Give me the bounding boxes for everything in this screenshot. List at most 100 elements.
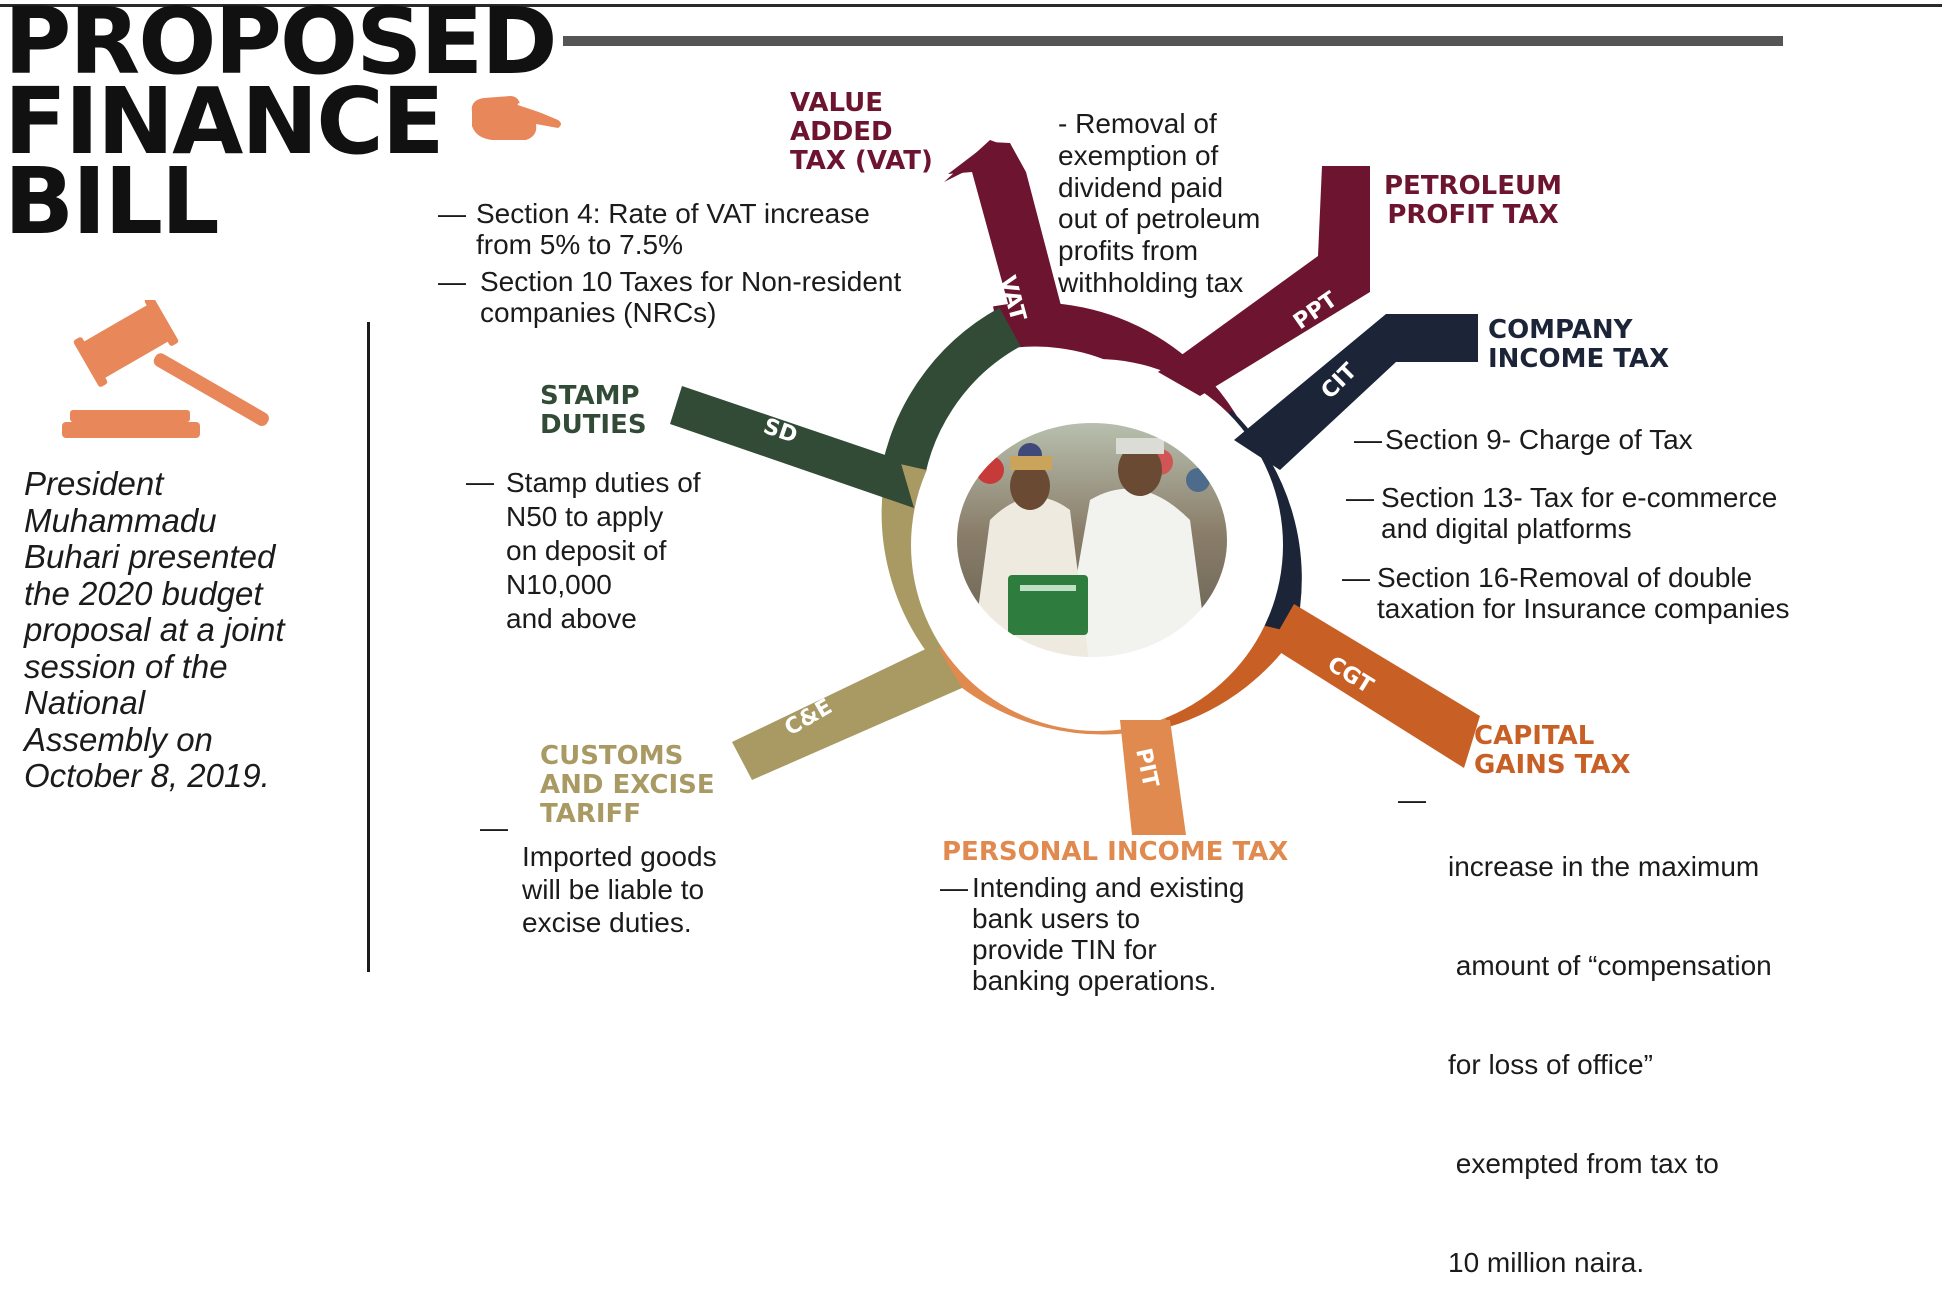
heading-line: TARIFF: [540, 799, 642, 829]
caption-line: President: [24, 465, 164, 502]
ppt-item-1: - Removal of exemption of dividend paid …: [1058, 108, 1260, 299]
item-line: Stamp duties of: [506, 467, 701, 498]
bullet-dash: —: [466, 466, 494, 497]
bullet-dash: —: [1398, 784, 1426, 815]
caption-line: Muhammadu: [24, 501, 217, 539]
item-line: exempted from tax to: [1448, 1148, 1719, 1179]
bullet-dash: —: [940, 872, 968, 903]
budget-presentation-photo: [956, 422, 1228, 658]
heading-line: PETROLEUM: [1384, 171, 1562, 201]
caption-line: National: [24, 684, 146, 721]
item-line: - Removal of: [1058, 108, 1217, 139]
item-line: on deposit of: [506, 535, 667, 566]
item-line: will be liable to: [522, 874, 705, 905]
arm-cit: CIT: [1234, 314, 1478, 470]
heading-line: DUTIES: [540, 410, 647, 440]
item-line: taxation for Insurance companies: [1377, 593, 1790, 624]
item-line: Section 4: Rate of VAT increase: [476, 198, 870, 229]
vat-arrow-icon: [944, 140, 1012, 182]
ce-item-1: Imported goods will be liable to excise …: [522, 840, 717, 939]
separator-line: [367, 322, 370, 972]
item-line: amount of “compensation: [1448, 950, 1772, 981]
item-line: increase in the maximum: [1448, 851, 1760, 882]
cgt-heading: CAPITAL GAINS TAX: [1474, 722, 1631, 780]
cgt-arm: [1270, 604, 1480, 768]
item-line: out of petroleum: [1058, 203, 1261, 235]
title-line: BILL: [4, 148, 220, 255]
item-line: Section 10 Taxes for Non-resident: [480, 266, 902, 297]
ce-heading: CUSTOMS AND EXCISE TARIFF: [540, 742, 715, 829]
item-line: 10 million naira.: [1448, 1247, 1645, 1278]
heading-line: AND EXCISE: [540, 770, 715, 800]
heading-line: PROFIT TAX: [1387, 200, 1559, 230]
bullet-dash: —: [1354, 424, 1382, 455]
bullet-dash: —: [1342, 562, 1370, 593]
item-line: withholding tax: [1058, 266, 1244, 298]
sd-heading: STAMP DUTIES: [540, 382, 647, 440]
item-line: bank users to: [972, 903, 1141, 934]
ce-arm: [732, 644, 962, 780]
heading-line: CAPITAL: [1474, 721, 1595, 751]
bullet-dash: —: [438, 198, 466, 229]
cit-item-3: Section 16-Removal of double taxation fo…: [1377, 562, 1789, 624]
caption-line: the 2020 budget: [24, 574, 263, 612]
heading-line: INCOME TAX: [1488, 344, 1670, 374]
bullet-dash: —: [480, 812, 508, 843]
vat-item-1: Section 4: Rate of VAT increase from 5% …: [476, 198, 870, 260]
cgt-item-1: increase in the maximum amount of “compe…: [1448, 784, 1772, 1312]
heading-line: GAINS TAX: [1474, 750, 1631, 780]
title-line: FINANCE: [4, 68, 445, 175]
cit-arm: [1234, 314, 1478, 470]
item-line: provide TIN for: [972, 934, 1157, 965]
item-line: Section 13- Tax for e-commerce: [1381, 482, 1778, 513]
vat-item-2: Section 10 Taxes for Non-resident compan…: [480, 266, 901, 328]
item-line: for loss of office”: [1448, 1049, 1653, 1080]
photo-caption: President Muhammadu Buhari presented the…: [24, 465, 354, 795]
item-line: Intending and existing: [972, 872, 1245, 903]
sd-arm: [670, 386, 914, 508]
item-line: Section 16-Removal of double: [1377, 562, 1753, 593]
caption-line: session of the: [24, 647, 228, 685]
item-line: and digital platforms: [1381, 513, 1632, 544]
arm-pit: PIT: [1120, 720, 1186, 835]
gavel-icon: [62, 300, 269, 438]
top-border: [0, 4, 1942, 7]
caption-line: Buhari presented: [24, 538, 276, 575]
bullet-dash: —: [438, 266, 466, 297]
item-line: banking operations.: [972, 965, 1217, 996]
ppt-arm: [1158, 166, 1370, 396]
heading-line: COMPANY: [1488, 315, 1633, 345]
caption-line: proposal at a joint: [24, 611, 285, 648]
arm-sd: SD: [670, 386, 914, 508]
item-line: N10,000: [506, 569, 612, 600]
item-line: companies (NRCs): [480, 297, 717, 328]
caption-line: October 8, 2019.: [24, 757, 270, 794]
pit-heading: PERSONAL INCOME TAX: [942, 838, 1288, 867]
item-line: and above: [506, 603, 637, 634]
heading-line: TAX (VAT): [790, 146, 933, 176]
item-line: dividend paid: [1058, 171, 1224, 203]
item-line: profits from: [1058, 235, 1199, 267]
cit-item-1: Section 9- Charge of Tax: [1385, 424, 1693, 455]
heading-line: STAMP: [540, 381, 640, 411]
sd-item-1: Stamp duties of N50 to apply on deposit …: [506, 466, 701, 636]
arm-cgt: CGT: [1270, 604, 1480, 768]
pointing-hand-icon: [471, 96, 561, 140]
cit-item-2: Section 13- Tax for e-commerce and digit…: [1381, 482, 1777, 544]
heading-line: ADDED: [790, 117, 893, 147]
heading-line: CUSTOMS: [540, 741, 684, 771]
item-line: Imported goods: [522, 841, 717, 872]
item-line: from 5% to 7.5%: [476, 229, 683, 260]
bullet-dash: —: [1346, 482, 1374, 513]
pit-arm: [1120, 720, 1186, 835]
page-title: PROPOSED FINANCE BILL: [4, 0, 558, 255]
vat-arm: [948, 142, 1070, 340]
arm-vat: VAT: [944, 140, 1070, 340]
title-rule: [563, 36, 1783, 46]
caption-line: Assembly on: [24, 720, 213, 758]
item-line: exemption of: [1058, 139, 1219, 171]
item-line: N50 to apply: [506, 501, 664, 532]
heading-line: VALUE: [790, 88, 883, 118]
cit-heading: COMPANY INCOME TAX: [1488, 316, 1669, 374]
pit-item-1: Intending and existing bank users to pro…: [972, 872, 1244, 996]
